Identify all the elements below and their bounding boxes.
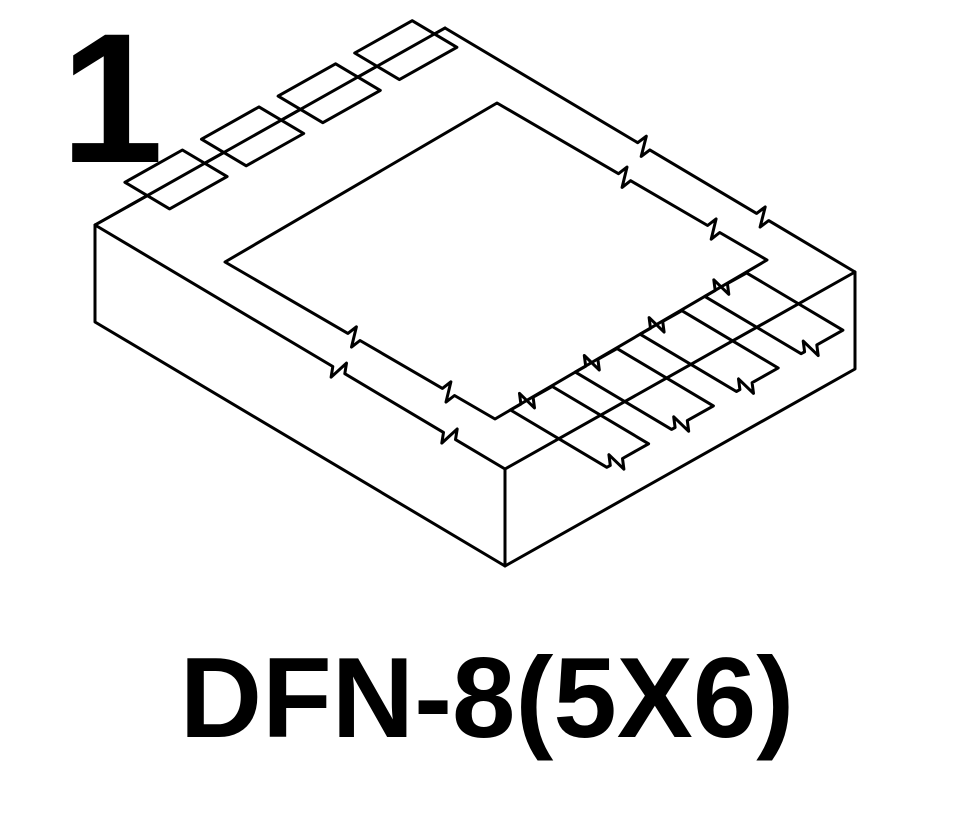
- top-face-back-left-edge: [93, 26, 447, 227]
- top-face-front-left-edge: [93, 223, 507, 471]
- mold-cap-outline: [223, 101, 769, 421]
- package-silhouette: [93, 26, 857, 568]
- pin-1-indicator: 1: [61, 0, 164, 202]
- package-body: [93, 19, 857, 568]
- top-face-front-right-edge: [503, 270, 857, 471]
- package-name-label: DFN-8(5X6): [180, 635, 794, 762]
